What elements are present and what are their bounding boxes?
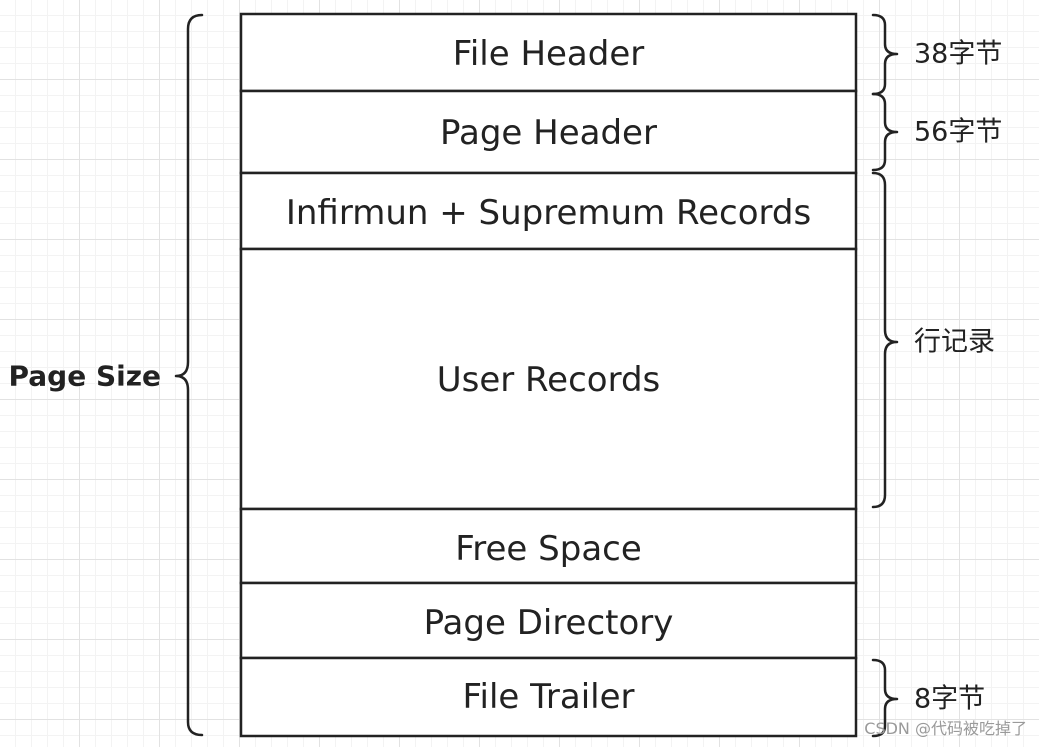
section-box [239,247,858,511]
row-records-label: 行记录 [914,327,995,358]
file-trailer-brace [871,658,899,738]
page-header-size-label: 56字节 [914,117,1002,148]
section-label: Page Header [440,113,657,153]
section-label: Free Space [455,529,642,569]
section-label: Page Directory [424,603,674,643]
page-header-brace [871,92,899,172]
csdn-watermark: CSDN @代码被吃掉了 [864,719,1027,738]
section-page-header: Page Header [239,89,858,175]
section-user-records: User Records [239,247,858,511]
page-size-brace [174,13,204,737]
section-free-space: Free Space [239,507,858,585]
section-label: File Header [453,34,645,74]
section-file-trailer: File Trailer [239,656,858,738]
file-header-size-label: 38字节 [914,39,1002,70]
section-box [239,12,858,93]
file-trailer-size-label: 8字节 [914,684,985,715]
section-label: User Records [437,360,661,400]
file-header-brace [871,13,899,96]
page-size-label: Page Size [9,360,162,393]
section-infimum-supremum: Infirmun + Supremum Records [239,171,858,251]
section-box [239,581,858,660]
section-box [239,89,858,175]
section-label: File Trailer [462,677,634,717]
row-records-brace [871,171,899,509]
section-label: Infirmun + Supremum Records [286,193,811,233]
section-file-header: File Header [239,12,858,93]
section-box [239,171,858,251]
section-box [239,656,858,738]
section-page-directory: Page Directory [239,581,858,660]
